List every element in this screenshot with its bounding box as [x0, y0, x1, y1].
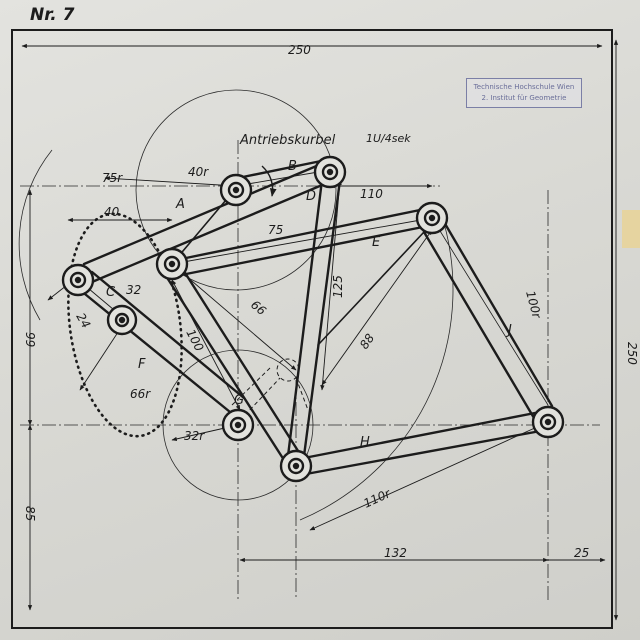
joint-crank [219, 173, 253, 207]
label-h: H [360, 435, 370, 450]
joint-mid [155, 247, 189, 281]
dim-r110: 110r [361, 486, 393, 511]
sheet-number: Nr. 7 [30, 5, 75, 25]
joint-h [279, 449, 313, 483]
dim-top: 250 [288, 43, 311, 57]
label-j: J [505, 323, 512, 338]
dim-r32: 32r [184, 429, 205, 443]
dim-r66: 66r [130, 387, 151, 401]
label-e: E [372, 235, 381, 250]
dim-88: 88 [357, 331, 377, 352]
dim-66: 66 [248, 298, 269, 319]
dim-bottom-right: 25 [574, 546, 589, 560]
label-f: F [138, 357, 146, 372]
institute-stamp: Technische Hochschule Wien 2. Institut f… [466, 78, 582, 108]
joints [61, 155, 565, 483]
joint-d [313, 155, 347, 189]
dim-r100: 100r [523, 289, 544, 321]
dimension-lines [21, 39, 619, 621]
joint-g [221, 408, 255, 442]
label-d: D [306, 189, 316, 204]
dim-40: 40 [104, 205, 120, 219]
stamp-line-2: 2. Institut für Geometrie [481, 94, 567, 102]
stamp-line-1: Technische Hochschule Wien [473, 83, 575, 91]
frame-border [11, 29, 613, 629]
dim-110: 110 [360, 187, 383, 201]
joint-f [106, 304, 138, 336]
construction-circles [18, 89, 454, 521]
dim-r75: 75r [102, 171, 123, 185]
label-b: B [288, 159, 297, 174]
joint-j [531, 405, 565, 439]
dim-r40: 40r [188, 165, 209, 179]
dim-bottom-mid: 132 [384, 546, 407, 560]
label-g: G [234, 393, 244, 408]
drive-speed: 1U/4sek [366, 132, 411, 145]
dim-125: 125 [331, 275, 345, 298]
drive-label: Antriebskurbel [239, 133, 336, 148]
link-bars [78, 158, 554, 476]
dim-left-lower: 85 [23, 506, 37, 521]
dim-left-upper: 99 [23, 332, 37, 347]
label-c: C [106, 285, 116, 300]
joint-e [415, 201, 449, 235]
dim-75: 75 [268, 223, 283, 237]
dim-32: 32 [126, 283, 141, 297]
drive-rotation-arrow [261, 165, 277, 197]
dim-right: 250 [625, 342, 639, 365]
joint-c [61, 263, 95, 297]
dim-24: 24 [73, 311, 93, 331]
label-a: A [175, 197, 185, 212]
tape-strip [622, 210, 640, 248]
